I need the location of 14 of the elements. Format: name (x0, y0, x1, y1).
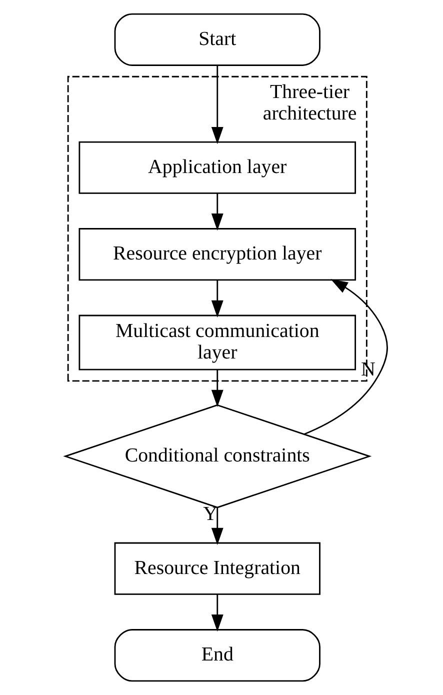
node-box: Resource Integration (114, 542, 320, 595)
arrow (210, 66, 223, 144)
arrow (210, 594, 223, 632)
arrow (210, 370, 223, 407)
node-diamond: Conditional constraints (62, 404, 372, 508)
arrow (303, 279, 388, 435)
node-box: Application layer (78, 141, 356, 194)
node-box: End (114, 629, 320, 682)
node-box: Multicast communication layer (78, 314, 356, 370)
node-box: Start (114, 13, 320, 66)
arrow (210, 508, 223, 546)
node-box: Resource encryption layer (78, 228, 356, 281)
arrow (210, 193, 223, 231)
arrow (210, 280, 223, 318)
